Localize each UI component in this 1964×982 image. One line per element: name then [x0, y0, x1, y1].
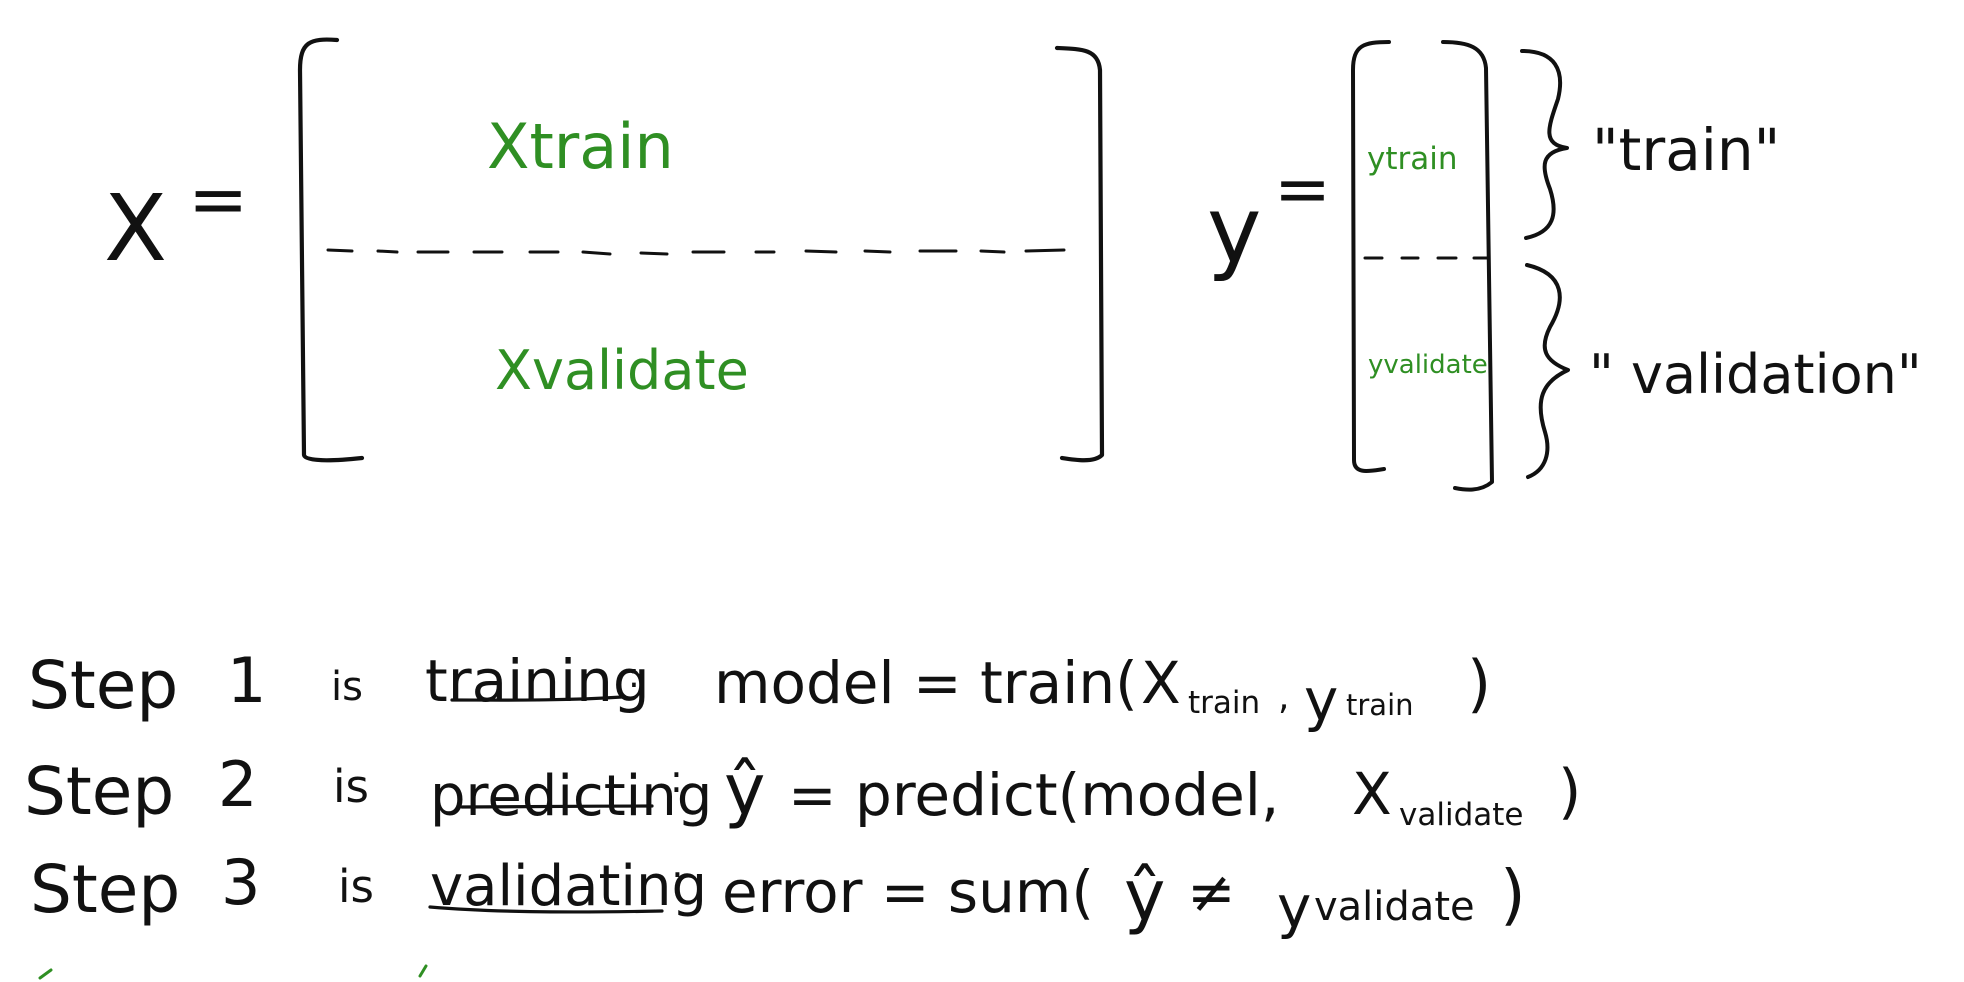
y-vector-right-bracket [1441, 40, 1494, 492]
step-2-is: is [333, 760, 369, 813]
x-matrix-left-bracket [297, 37, 365, 463]
y-equals-sign: = [1274, 150, 1331, 229]
step-2-x-subscript: validate [1399, 797, 1523, 833]
step-2-row: Step 2 is predicting : ŷ = predict(model… [24, 748, 1581, 833]
step-2-colon: : [670, 757, 683, 801]
step-3-number: 3 [221, 846, 260, 919]
step-1-colon: : [628, 656, 640, 696]
step-1-x-symbol: X [1141, 649, 1181, 717]
x-validate-label: Xvalidate [495, 339, 749, 402]
cropped-green-marks [38, 964, 428, 980]
step-3-expression-prefix: error = sum( [722, 858, 1094, 926]
step-2-y-hat: ŷ [724, 749, 765, 831]
partition-braces: "train" " validation" [1520, 49, 1922, 479]
step-2-word: Step [24, 753, 174, 830]
step-1-is: is [331, 664, 363, 710]
step-1-underline [450, 695, 624, 702]
step-3-close-paren: ) [1500, 856, 1526, 933]
train-brace [1520, 49, 1569, 240]
step-1-row: Step 1 is training : model = train( X tr… [28, 644, 1491, 734]
step-1-x-subscript: train [1188, 685, 1260, 721]
y-symbol: y [1207, 177, 1261, 284]
y-train-label: ytrain [1367, 141, 1458, 177]
step-3-y-symbol: y [1277, 873, 1311, 941]
step-1-y-symbol: y [1304, 666, 1338, 734]
validation-brace [1525, 263, 1570, 479]
step-1-expression-prefix: model = train( [714, 649, 1138, 717]
step-3-not-equal: ≠ [1187, 858, 1236, 926]
step-3-y-hat: ŷ [1124, 855, 1165, 937]
step-1-separator: , [1278, 677, 1289, 718]
step-3-underline [428, 905, 664, 914]
step-3-is: is [338, 860, 374, 913]
y-vector-group: y = ytrain yvalidate [1207, 40, 1494, 492]
step-2-name: predicting [430, 764, 712, 829]
step-1-close-paren: ) [1467, 647, 1491, 720]
step-3-name: validating [430, 854, 707, 919]
cropped-green-mark-right [418, 964, 428, 978]
step-1-word: Step [28, 647, 178, 724]
x-train-label: Xtrain [487, 110, 674, 183]
validation-brace-label: " validation" [1589, 343, 1922, 406]
x-equals-sign: = [188, 157, 248, 241]
y-vector-left-bracket [1351, 40, 1391, 473]
step-3-colon: : [671, 857, 684, 901]
y-validate-label: yvalidate [1368, 350, 1488, 380]
step-1-name: training [425, 647, 650, 715]
step-1-number: 1 [227, 644, 266, 717]
cropped-green-mark-left [38, 968, 53, 980]
step-2-number: 2 [218, 748, 257, 821]
step-3-row: Step 3 is validating : error = sum( ŷ ≠ … [30, 846, 1526, 941]
x-matrix-right-bracket [1054, 45, 1105, 463]
step-2-close-paren: ) [1558, 757, 1581, 827]
train-brace-label: "train" [1592, 116, 1780, 184]
x-matrix-split-line [326, 248, 1066, 256]
step-2-x-symbol: X [1352, 760, 1392, 828]
step-1-y-subscript: train [1346, 688, 1414, 722]
step-3-word: Step [30, 851, 180, 928]
x-symbol: X [104, 175, 167, 282]
step-2-expression-middle: = predict(model, [788, 761, 1279, 829]
step-2-underline [460, 804, 654, 809]
step-3-y-subscript: validate [1314, 884, 1475, 930]
x-matrix-group: X = Xtrain Xvalidate [104, 37, 1105, 463]
